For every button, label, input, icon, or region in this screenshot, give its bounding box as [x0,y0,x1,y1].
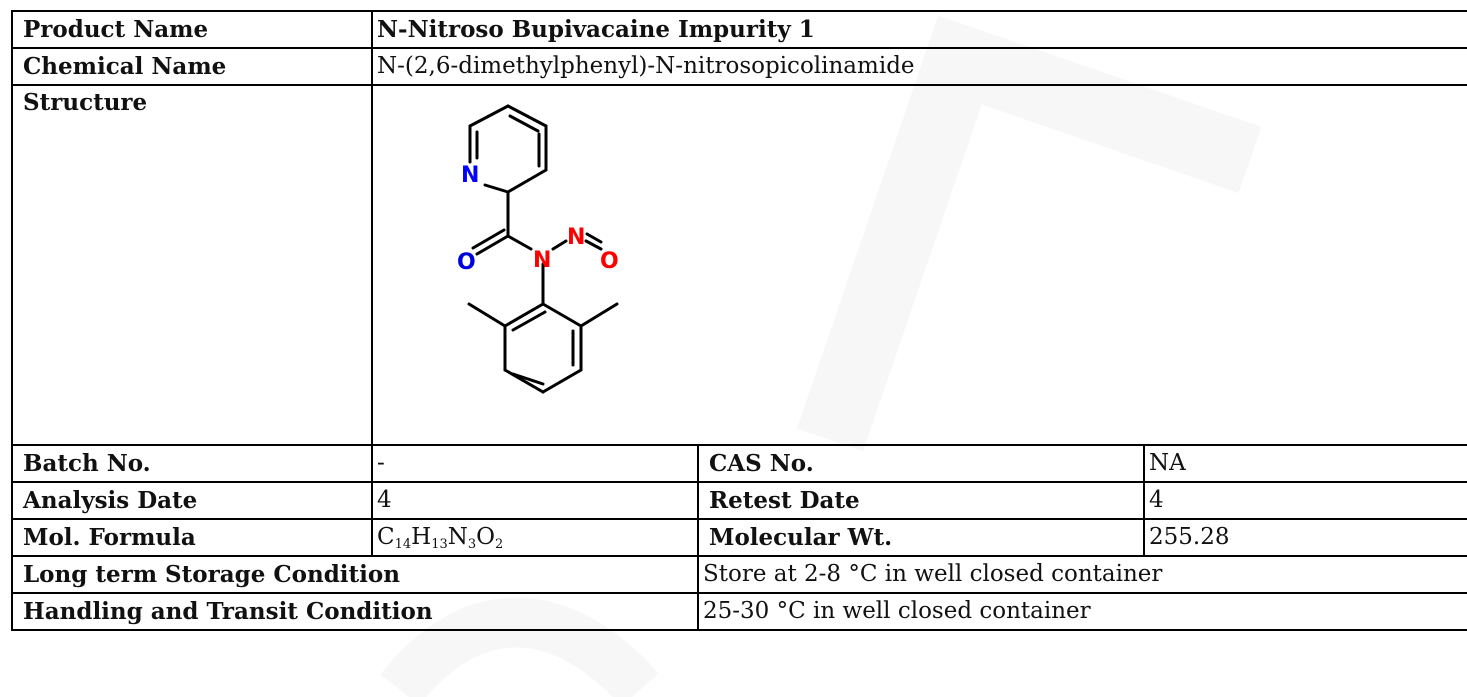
row-formula: Mol. Formula C14H13N3O2 Molecular Wt. 25… [11,518,1467,557]
structure-label: Structure [11,84,373,446]
formula-count: 14 [394,536,412,552]
chemical-name-label: Chemical Name [11,47,373,86]
handling-transit-label: Handling and Transit Condition [11,592,699,631]
row-batch: Batch No. - CAS No. NA [11,444,1467,483]
product-name-value: N-Nitroso Bupivacaine Impurity 1 [370,10,1467,49]
molecular-wt-label: Molecular Wt. [697,518,1145,557]
batch-no-label: Batch No. [11,444,373,483]
row-dates: Analysis Date 4 Retest Date 4 [11,481,1467,520]
analysis-date-label: Analysis Date [11,481,373,520]
carbonyl-o-atom: O [457,250,476,275]
chemical-name-value: N-(2,6-dimethylphenyl)-N-nitrosopicolina… [370,47,1467,86]
formula-count: 3 [467,536,477,552]
cas-no-value: NA [1142,444,1467,483]
cas-no-label: CAS No. [697,444,1145,483]
row-chemical-name: Chemical Name N-(2,6-dimethylphenyl)-N-n… [11,47,1467,86]
nitroso-n-atom: N [567,225,585,250]
chemical-structure-image: N N N O O [457,104,619,394]
product-name-label: Product Name [11,10,373,49]
mol-formula-label: Mol. Formula [11,518,373,557]
formula-element: C [377,523,395,550]
row-long-term-storage: Long term Storage Condition Store at 2-8… [11,555,1467,594]
formula-element: N [447,523,468,550]
handling-transit-value: 25-30 °C in well closed container [696,592,1467,631]
mol-formula-value: C14H13N3O2 [371,518,699,557]
batch-no-value: - [371,444,699,483]
analysis-date-value: 4 [371,481,699,520]
long-term-storage-label: Long term Storage Condition [11,555,699,594]
row-structure: Structure [11,84,1467,446]
pyridine-n-atom: N [461,163,479,188]
long-term-storage-value: Store at 2-8 °C in well closed container [696,555,1467,594]
retest-date-value: 4 [1142,481,1467,520]
formula-count: 2 [495,536,504,552]
nitroso-o-atom: O [600,249,619,274]
formula-element: O [476,523,496,550]
coa-table: Product Name N-Nitroso Bupivacaine Impur… [11,10,1467,631]
retest-date-label: Retest Date [697,481,1145,520]
row-product-name: Product Name N-Nitroso Bupivacaine Impur… [11,10,1467,49]
row-handling-transit: Handling and Transit Condition 25-30 °C … [11,592,1467,631]
formula-element: H [411,523,432,550]
structure-cell: N N N O O [370,84,1467,446]
amide-n-atom: N [533,248,551,273]
formula-count: 13 [431,536,448,552]
molecular-wt-value: 255.28 [1142,518,1467,557]
